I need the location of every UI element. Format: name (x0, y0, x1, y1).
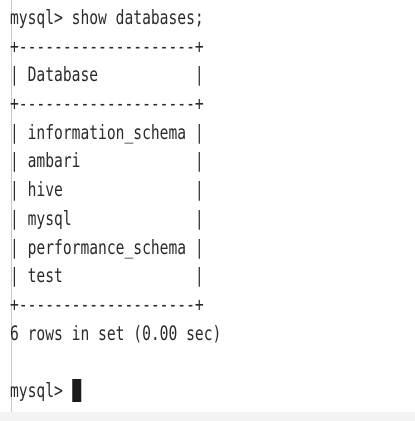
table-row: | ambari | (10, 149, 204, 173)
table-row: | hive | (10, 178, 204, 202)
terminal-bottom-edge (0, 412, 415, 421)
table-row: | performance_schema | (10, 235, 204, 259)
blank-line (10, 348, 221, 377)
table-border-bottom: +--------------------+ (10, 292, 204, 316)
table-header: | Database | (10, 63, 204, 87)
command-line: mysql> show databases; (10, 6, 204, 29)
result-summary: 6 rows in set (0.00 sec) (10, 321, 222, 345)
terminal-output: mysql> show databases; +-----------------… (10, 4, 221, 406)
prompt-line[interactable]: mysql> (10, 377, 221, 406)
table-border-top: +--------------------+ (10, 34, 204, 58)
text-cursor (72, 379, 82, 402)
left-margin-line (11, 0, 12, 412)
table-row: | information_schema | (10, 120, 204, 144)
table-row: | test | (10, 264, 204, 288)
table-row: | mysql | (10, 206, 204, 230)
prompt-text: mysql> (10, 378, 72, 402)
table-border-mid: +--------------------+ (10, 92, 204, 116)
